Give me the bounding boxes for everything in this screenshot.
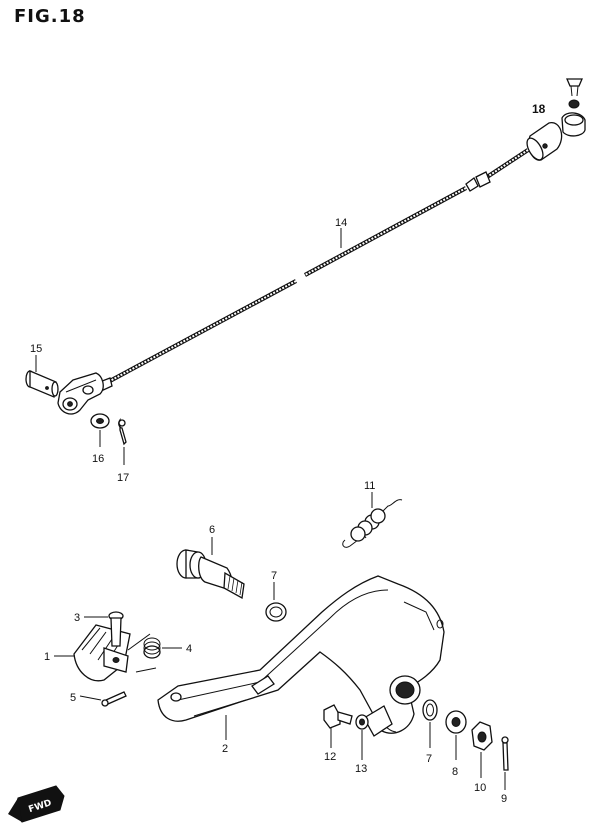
fwd-arrow-icon: FWD <box>8 785 65 823</box>
callout-9: 9 <box>501 793 507 805</box>
part-15-clevis-pin[interactable] <box>25 370 59 398</box>
callout-14: 14 <box>335 217 347 229</box>
callout-10: 10 <box>474 782 486 794</box>
part-10-nut[interactable] <box>471 721 493 751</box>
callout-5: 5 <box>70 692 76 704</box>
part-1-footrest[interactable] <box>73 624 131 682</box>
part-7-circlip-upper[interactable] <box>265 602 287 622</box>
callout-12: 12 <box>324 751 336 763</box>
part-5-cotter-pin[interactable] <box>101 691 127 707</box>
part-11-return-spring[interactable] <box>342 499 403 548</box>
part-12-bolt[interactable] <box>323 704 353 729</box>
part-18-adjuster[interactable] <box>524 78 586 162</box>
part-4-spring[interactable] <box>127 633 161 673</box>
part-16-washer[interactable] <box>90 413 110 429</box>
callout-7-lower: 7 <box>426 753 432 765</box>
figure-title: FIG.18 <box>14 6 86 27</box>
callout-6: 6 <box>209 524 215 536</box>
callout-16: 16 <box>92 453 104 465</box>
part-2-brake-pedal[interactable] <box>157 575 445 737</box>
leader-5 <box>79 695 102 701</box>
part-13-collar[interactable] <box>355 714 369 730</box>
part-3-pin[interactable] <box>108 611 124 647</box>
callout-7-upper: 7 <box>271 570 277 582</box>
callout-8: 8 <box>452 766 458 778</box>
part-9-cotter-pin[interactable] <box>501 736 509 771</box>
callout-11: 11 <box>364 480 375 492</box>
callout-17: 17 <box>117 472 129 484</box>
part-14-brake-cable[interactable] <box>57 148 530 415</box>
callout-15: 15 <box>30 343 42 355</box>
part-6-pivot-bolt[interactable] <box>176 549 245 600</box>
part-7-washer-lower[interactable] <box>422 699 438 721</box>
callout-3: 3 <box>74 612 80 624</box>
callout-4: 4 <box>186 643 192 655</box>
callout-2: 2 <box>222 743 228 755</box>
part-8-washer[interactable] <box>445 710 467 734</box>
callout-1: 1 <box>44 651 50 663</box>
callout-13: 13 <box>355 763 367 775</box>
callout-18: 18 <box>532 102 546 116</box>
part-17-cotter-pin[interactable] <box>118 418 127 446</box>
